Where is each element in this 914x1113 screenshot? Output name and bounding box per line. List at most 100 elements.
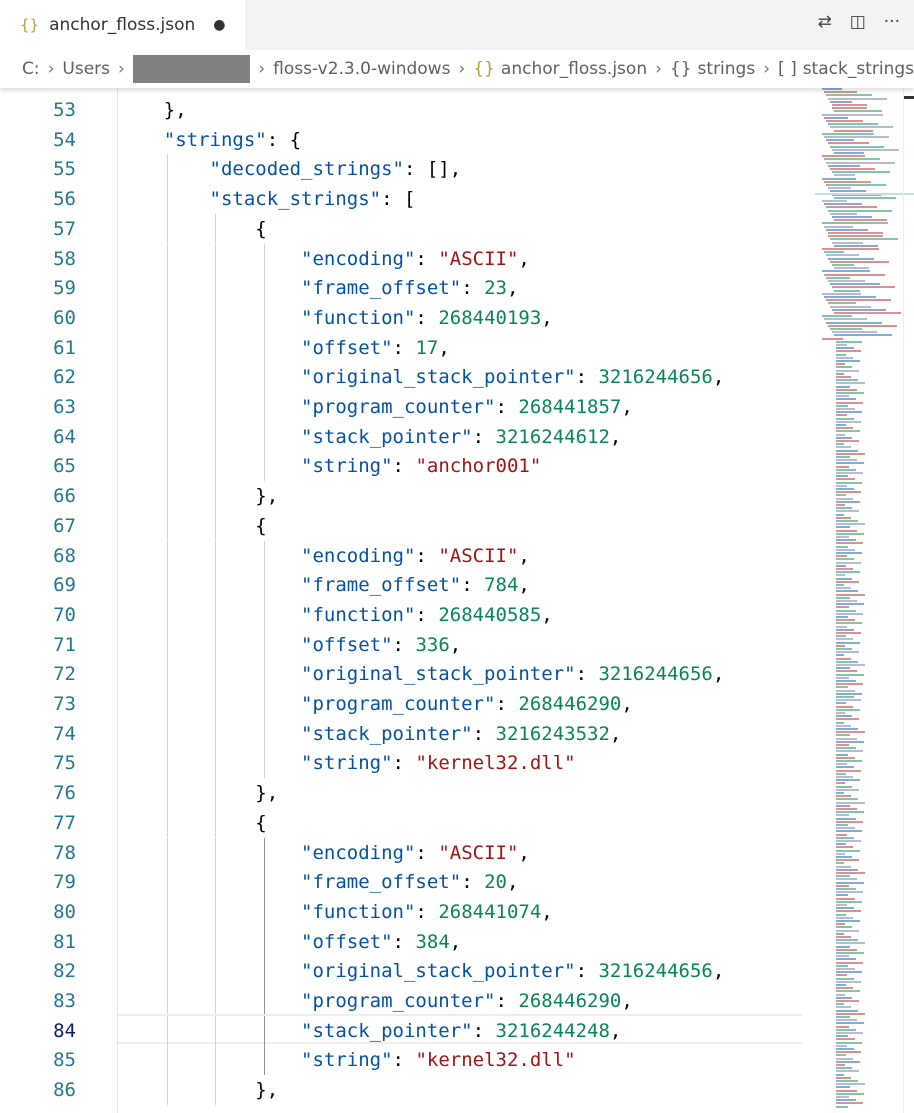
vertical-scrollbar[interactable] bbox=[903, 88, 904, 1113]
code-line[interactable]: 56 "stack_strings": [ bbox=[0, 184, 800, 214]
line-number: 81 bbox=[53, 930, 76, 953]
more-actions-icon[interactable]: ··· bbox=[883, 12, 900, 32]
code-line[interactable]: 66 }, bbox=[0, 481, 800, 511]
code-line[interactable]: 79 "frame_offset": 20, bbox=[0, 867, 800, 897]
code-line[interactable]: 85 "string": "kernel32.dll" bbox=[0, 1045, 800, 1075]
indent-guide bbox=[215, 896, 217, 927]
minimap-line bbox=[836, 705, 853, 708]
json-key: "program_counter" bbox=[301, 990, 496, 1012]
code-line[interactable]: 64 "stack_pointer": 3216244612, bbox=[0, 422, 800, 452]
code-text: "function": 268441074, bbox=[118, 897, 553, 927]
minimap-line bbox=[836, 788, 859, 791]
code-line[interactable]: 83 "program_counter": 268446290, bbox=[0, 986, 800, 1016]
code-line[interactable]: 57 { bbox=[0, 214, 800, 244]
code-line[interactable]: 59 "frame_offset": 23, bbox=[0, 273, 800, 303]
code-line[interactable]: 81 "offset": 384, bbox=[0, 927, 800, 957]
minimap-line bbox=[822, 155, 865, 158]
code-editor[interactable]: 53 },54 "strings": {55 "decoded_strings"… bbox=[0, 88, 914, 1113]
unsaved-dot-icon[interactable]: ● bbox=[213, 17, 226, 33]
json-key: "function" bbox=[301, 900, 416, 923]
code-line[interactable]: 65 "string": "anchor001" bbox=[0, 451, 800, 481]
minimap-line bbox=[836, 344, 847, 346]
code-line[interactable]: 84 "stack_pointer": 3216244248, bbox=[53, 1013, 802, 1044]
split-editor-icon[interactable]: ◫ bbox=[849, 12, 866, 32]
breadcrumb-file[interactable]: anchor_floss.json bbox=[500, 59, 648, 79]
line-number: 84 bbox=[53, 1019, 76, 1042]
minimap-line bbox=[836, 1086, 850, 1089]
minimap-line bbox=[836, 1105, 848, 1108]
code-line[interactable]: 61 "offset": 17, bbox=[0, 333, 800, 363]
line-number: 57 bbox=[53, 217, 76, 240]
minimap-line bbox=[834, 129, 873, 132]
json-string: "ASCII" bbox=[438, 544, 519, 567]
minimap-line bbox=[836, 497, 853, 500]
json-number: 3216243532 bbox=[495, 722, 610, 745]
code-line[interactable]: 58 "encoding": "ASCII", bbox=[0, 244, 800, 274]
code-line[interactable]: 69 "frame_offset": 784, bbox=[0, 570, 800, 600]
code-line[interactable]: 76 }, bbox=[0, 778, 800, 808]
minimap-line bbox=[836, 811, 864, 814]
json-punctuation: : bbox=[392, 752, 416, 775]
minimap-line bbox=[836, 401, 863, 404]
minimap-line bbox=[836, 881, 864, 884]
code-line[interactable]: 77 { bbox=[0, 808, 800, 838]
breadcrumb-folder[interactable]: floss-v2.3.0-windows bbox=[273, 59, 451, 79]
minimap-line bbox=[836, 558, 854, 561]
minimap-line bbox=[836, 379, 858, 382]
indent-guide bbox=[215, 213, 217, 244]
breadcrumb-drive[interactable]: C: bbox=[22, 59, 40, 79]
json-number: 20 bbox=[484, 871, 507, 894]
breadcrumb-stack-strings[interactable]: stack_strings bbox=[802, 59, 914, 79]
json-key: "string" bbox=[301, 455, 393, 478]
code-line[interactable]: 78 "encoding": "ASCII", bbox=[0, 838, 800, 868]
minimap-line bbox=[822, 270, 870, 273]
json-punctuation: : [ bbox=[381, 188, 416, 211]
code-line[interactable]: 80 "function": 268441074, bbox=[0, 897, 800, 927]
minimap-line bbox=[830, 190, 866, 193]
code-line[interactable]: 62 "original_stack_pointer": 3216244656, bbox=[0, 362, 800, 392]
code-line[interactable]: 53 }, bbox=[0, 95, 800, 125]
minimap-slider[interactable] bbox=[815, 193, 914, 195]
code-line[interactable]: 86 }, bbox=[0, 1075, 800, 1105]
code-line[interactable]: 72 "original_stack_pointer": 3216244656, bbox=[0, 659, 800, 689]
indent-guide bbox=[167, 362, 169, 392]
json-key: "stack_pointer" bbox=[301, 722, 473, 745]
json-punctuation: : bbox=[392, 1049, 416, 1072]
minimap-line bbox=[836, 715, 852, 718]
code-line[interactable]: 82 "original_stack_pointer": 3216244656, bbox=[0, 956, 800, 986]
code-line[interactable]: 74 "stack_pointer": 3216243532, bbox=[0, 719, 800, 749]
code-line[interactable]: 75 "string": "kernel32.dll" bbox=[0, 748, 800, 778]
minimap-line bbox=[836, 452, 865, 455]
code-line[interactable]: 55 "decoded_strings": [], bbox=[0, 154, 800, 184]
json-number: 384 bbox=[415, 930, 450, 953]
minimap-line bbox=[836, 776, 853, 778]
json-punctuation: : bbox=[461, 277, 485, 300]
code-line[interactable]: 70 "function": 268440585, bbox=[0, 600, 800, 630]
code-line[interactable]: 63 "program_counter": 268441857, bbox=[0, 392, 800, 422]
minimap-line bbox=[836, 385, 850, 388]
code-text: "stack_strings": [ bbox=[118, 184, 416, 214]
minimap-line bbox=[836, 600, 857, 602]
json-punctuation: , bbox=[621, 396, 633, 418]
code-line[interactable]: 73 "program_counter": 268446290, bbox=[0, 689, 800, 719]
tab-anchor-floss-json[interactable]: {} anchor_floss.json ● bbox=[0, 0, 245, 50]
minimap-line bbox=[822, 292, 861, 295]
code-line[interactable]: 67 { bbox=[0, 511, 800, 541]
indent-guide bbox=[215, 659, 217, 689]
json-punctuation: : bbox=[575, 663, 599, 686]
code-line[interactable]: 54 "strings": { bbox=[0, 125, 800, 155]
minimap[interactable] bbox=[812, 88, 902, 1113]
breadcrumb-users[interactable]: Users bbox=[62, 59, 111, 79]
json-number: 23 bbox=[484, 277, 507, 300]
minimap-line bbox=[836, 526, 850, 529]
indent-guide bbox=[215, 273, 217, 303]
indent-guide bbox=[167, 451, 169, 482]
minimap-line bbox=[836, 724, 851, 727]
code-line[interactable]: 68 "encoding": "ASCII", bbox=[0, 541, 800, 571]
minimap-line bbox=[836, 984, 846, 986]
code-line[interactable]: 60 "function": 268440193, bbox=[0, 303, 800, 333]
redacted-username bbox=[132, 55, 251, 83]
breadcrumb-strings[interactable]: strings bbox=[697, 59, 756, 79]
code-line[interactable]: 71 "offset": 336, bbox=[0, 630, 800, 660]
word-wrap-icon[interactable]: ⇄ bbox=[817, 12, 832, 32]
